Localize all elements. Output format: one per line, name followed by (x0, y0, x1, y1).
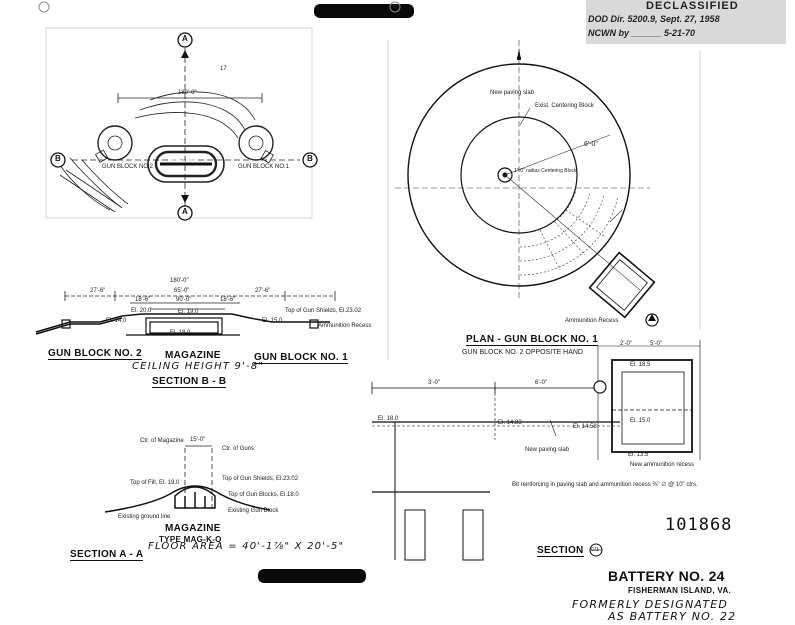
c-section-marker: C/1 (591, 547, 599, 553)
aa-dimension: 15'-0" (190, 437, 206, 443)
gun-ammo-recess: Ammunition Recess (565, 318, 619, 324)
gun-center-note: 1"-0" radius Centering Block (514, 168, 577, 174)
bb-top-shields: Top of Gun Shields, El.23.02 (285, 308, 362, 314)
formerly-line-2: AS BATTERY NO. 22 (608, 610, 737, 623)
aa-top-fill: Top of Fill, El. 19.0 (130, 480, 180, 486)
aa-existing-block: Existing Gun Block (228, 508, 279, 514)
bb-dim-overall: 180'-0" (170, 278, 189, 284)
bb-dim-4: 27'-6" (90, 288, 106, 294)
section-marker-b-right: B (307, 154, 314, 163)
bb-elev-4: El. 15.0 (262, 318, 283, 324)
c-section-title: SECTION (537, 545, 584, 557)
aa-section-title: SECTION A - A (70, 549, 144, 561)
aa-ctr-guns: Ctr. of Guns (222, 446, 255, 452)
bb-dim-7: 27'-6" (255, 288, 271, 294)
stamp-title: DECLASSIFIED (646, 0, 739, 12)
redaction-bar-bottom (258, 569, 366, 583)
bb-elev-2: El. 20.0 (131, 308, 152, 314)
bb-section-title: SECTION B - B (152, 376, 227, 388)
plan-gun-block-1-label: GUN BLOCK NO.1 (238, 164, 290, 170)
gun-exist-centering: Exist. Centering Block (535, 103, 594, 109)
plan-dimension: 180'-0" (178, 90, 197, 96)
c-dim-2: 6'-0" (535, 380, 547, 386)
c-elev-4: El. 18.5 (630, 362, 651, 368)
gun-radius: 6'-0" (584, 141, 598, 148)
c-elev-1: El. 18.0 (378, 416, 399, 422)
stamp-line-2: NCWN by ______ 5-21-70 (588, 28, 696, 38)
gun-plan-title: PLAN - GUN BLOCK NO. 1 (466, 334, 599, 346)
c-elev-5: El. 15.0 (630, 418, 651, 424)
bb-elev-3: El. 19.0 (178, 309, 199, 315)
bb-elev-1: El. 14.0 (106, 318, 127, 324)
section-marker-b-left: B (55, 154, 62, 163)
bb-dim-5: 18'-6" (135, 297, 151, 303)
c-new-paving: New paving slab (525, 447, 570, 453)
formerly-line-1: FORMERLY DESIGNATED (572, 598, 729, 611)
bb-dim-2: 65'-0" (174, 288, 190, 294)
c-dim-4: 2'-0" (620, 341, 632, 347)
bb-ceiling-height: CEILING HEIGHT 9'-8" (132, 361, 265, 372)
bb-gun-block-2: GUN BLOCK NO. 2 (48, 348, 142, 360)
c-dim-3: 5'-0" (650, 341, 662, 347)
c-elev-3: El. 14.58 (573, 424, 597, 430)
gun-plan-subtitle: GUN BLOCK NO. 2 OPPOSITE HAND (462, 349, 583, 356)
bb-elev-5: El. 18.0 (170, 330, 191, 336)
aa-type: TYPE MAG-K-O (159, 535, 222, 544)
battery-title: BATTERY NO. 24 (608, 568, 725, 584)
bb-gun-block-1: GUN BLOCK NO. 1 (254, 352, 348, 364)
c-reinforcing-note: Bit reinforcing in paving slab and ammun… (512, 482, 698, 488)
drawing-number: 101868 (665, 515, 733, 535)
c-new-recess: New ammunition recess (630, 462, 695, 468)
plan-magazine-label: MAGAZINE (170, 158, 197, 164)
bb-dim-3: 90'-0" (176, 297, 192, 303)
c-elev-6: El. 13.5 (628, 452, 649, 458)
c-dim-1: 3'-0" (428, 380, 440, 386)
gun-new-paving: New paving slab (490, 90, 535, 96)
redaction-bar-top (314, 4, 414, 18)
plan-grid-number: 17 (220, 66, 227, 72)
bb-magazine: MAGAZINE (165, 350, 221, 361)
bb-ammo-recess: Ammunition Recess (318, 323, 372, 329)
aa-ctr-magazine: Ctr. of Magazine (140, 438, 184, 444)
declassified-stamp: DECLASSIFIED DOD Dir. 5200.9, Sept. 27, … (586, 0, 786, 44)
aa-ground-line: Existing ground line (118, 514, 171, 520)
bb-dim-6: 18'-6" (220, 297, 236, 303)
section-marker-a-bottom: A (182, 207, 189, 216)
aa-top-shields: Top of Gun Shields, El.23.02 (222, 476, 299, 482)
battery-location: FISHERMAN ISLAND, VA. (628, 586, 732, 595)
section-marker-a-top: A (182, 34, 189, 43)
aa-floor-area: FLOOR AREA = 40'-1⅞" X 20'-5" (148, 541, 345, 552)
aa-top-blocks: Top of Gun Blocks, El.18.0 (228, 492, 299, 498)
stamp-line-1: DOD Dir. 5200.9, Sept. 27, 1958 (588, 14, 720, 24)
aa-magazine: MAGAZINE (165, 523, 221, 534)
plan-gun-block-2-label: GUN BLOCK NO.2 (102, 164, 154, 170)
c-elev-2: El. 14.83 (498, 420, 522, 426)
